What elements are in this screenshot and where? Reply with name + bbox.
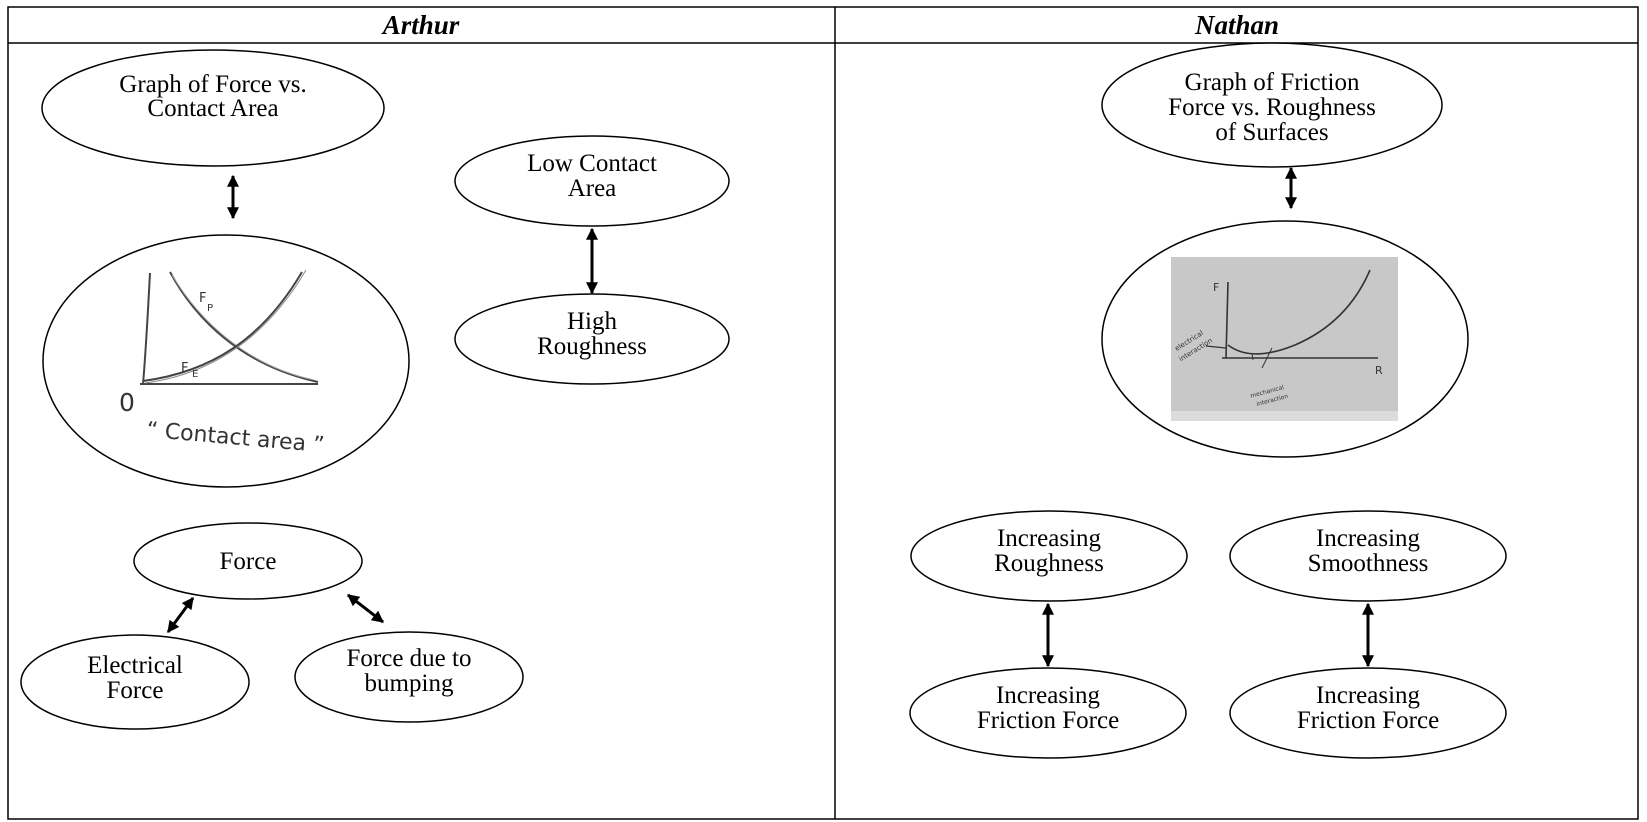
node-text-line: Graph of Friction <box>1185 69 1360 96</box>
node-increasing-friction-force-2: Increasing Friction Force <box>1229 667 1507 759</box>
node-text-line: Force vs. Roughness <box>1168 94 1376 121</box>
node-text-line: Friction Force <box>1297 707 1439 734</box>
hand-drawn-friction-graph <box>1205 269 1378 369</box>
node-arthur-graph: Graph of Force vs. Contact Area <box>41 49 385 167</box>
node-text-line: Increasing <box>1316 525 1421 552</box>
scanned-sketch-background <box>1171 257 1398 421</box>
column-header-arthur: Arthur <box>382 10 460 40</box>
node-text-line: Friction Force <box>977 707 1119 734</box>
node-text-line: Graph of Force vs. <box>119 71 306 98</box>
node-text-line: High <box>567 308 618 335</box>
column-header-nathan: Nathan <box>1194 10 1280 40</box>
node-text-line: Roughness <box>537 333 647 360</box>
axis-label-f: F <box>1213 281 1219 294</box>
curve-label-fe-sub: E <box>192 369 198 380</box>
node-text-line: of Surfaces <box>1215 119 1328 146</box>
node-force: Force <box>133 522 363 600</box>
node-text-line: Increasing <box>996 682 1101 709</box>
arrow-force-to-electrical <box>166 597 195 633</box>
node-text-line: Electrical <box>87 652 183 679</box>
node-nathan-graph: Graph of Friction Force vs. Roughness of… <box>1101 42 1443 168</box>
hand-drawn-force-graph <box>140 269 319 385</box>
node-text-line: Increasing <box>1316 682 1421 709</box>
node-text-line: Force <box>107 677 164 704</box>
node-text-line: Force <box>220 548 277 575</box>
curve-label-fe: F <box>181 361 188 376</box>
node-text-line: bumping <box>365 670 454 697</box>
node-increasing-friction-force-1: Increasing Friction Force <box>909 667 1187 759</box>
node-force-due-to-bumping: Force due to bumping <box>294 631 524 723</box>
arrow-force-to-bumping <box>347 593 384 624</box>
node-text-line: Increasing <box>997 525 1102 552</box>
node-text-line: Area <box>568 175 617 202</box>
curve-label-fp-sub: P <box>207 303 213 314</box>
node-arthur-sketch: F P F E 0 “ Contact area ” <box>42 234 410 488</box>
node-low-contact-area: Low Contact Area <box>454 135 730 227</box>
node-text-line: Roughness <box>994 550 1104 577</box>
node-text-line: Force due to <box>347 645 472 672</box>
node-increasing-roughness: Increasing Roughness <box>910 510 1188 602</box>
table-grid <box>7 6 1639 820</box>
node-high-roughness: High Roughness <box>454 293 730 385</box>
node-electrical-force: Electrical Force <box>20 634 250 730</box>
node-text-line: Low Contact <box>527 150 657 177</box>
origin-label: 0 <box>119 388 135 417</box>
node-text-line: Contact Area <box>147 95 278 122</box>
node-increasing-smoothness: Increasing Smoothness <box>1229 510 1507 602</box>
node-text-line: Smoothness <box>1308 550 1429 577</box>
axis-label-r: R <box>1375 364 1383 377</box>
node-nathan-sketch: F R electrical interaction mechanical in… <box>1101 220 1469 458</box>
curve-label-fp: F <box>199 291 206 306</box>
